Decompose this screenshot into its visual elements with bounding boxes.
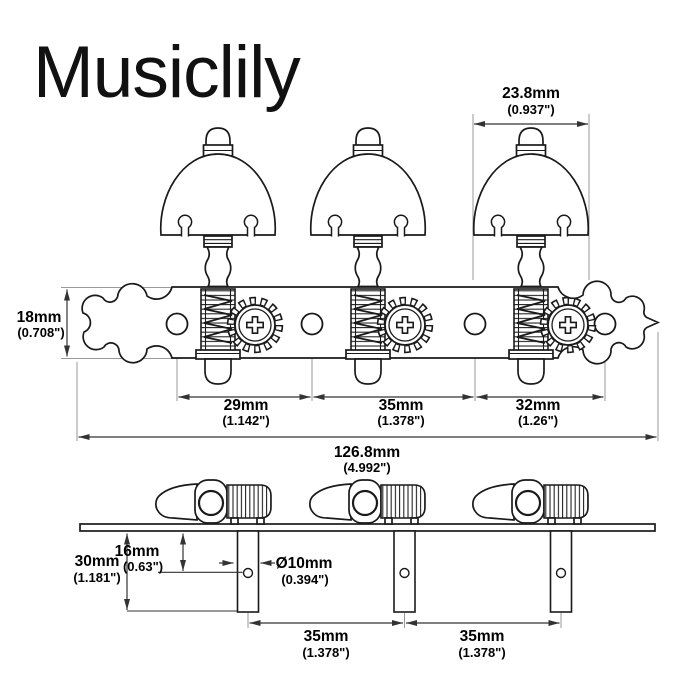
dim-spacing-a-mm: 29mm [224, 397, 269, 414]
dim-post-spacing-b-in: (1.378") [458, 645, 505, 660]
dim-total-length-mm: 126.8mm [334, 444, 400, 461]
dim-post-spacing-a-mm: 35mm [304, 628, 349, 645]
dim-spacing-b-in: (1.378") [377, 413, 424, 428]
dim-post-length-in: (1.181") [73, 570, 120, 585]
dim-post-diameter-mm: Ø10mm [276, 555, 333, 572]
side-tuner-3 [471, 478, 590, 526]
dim-spacing-a-in: (1.142") [222, 413, 269, 428]
string-post-2 [393, 530, 416, 613]
dim-spacing-c-in: (1.26") [518, 413, 558, 428]
extension-lines-side [127, 571, 562, 628]
brand-logo: Musiclily [33, 32, 301, 113]
dim-total-length-in: (4.992") [343, 460, 390, 475]
dimension-lines-top [64, 121, 657, 440]
dim-post-spacing-b-mm: 35mm [460, 628, 505, 645]
side-plate-bar [79, 523, 656, 532]
dimension-lines-side [124, 533, 560, 626]
dim-hole-offset-mm: 16mm [115, 543, 160, 560]
dim-button-width-in: (0.937") [507, 102, 554, 117]
plate-screw-holes [165, 312, 617, 336]
dim-button-width-mm: 23.8mm [502, 85, 560, 102]
dim-post-spacing-a-in: (1.378") [302, 645, 349, 660]
dim-hole-offset-in: (0.63") [123, 559, 163, 574]
side-tuner-1 [154, 478, 273, 526]
side-tuner-2 [308, 478, 427, 526]
string-post-3 [549, 530, 573, 613]
top-view: 23.8mm (0.937") 18mm (0.708") 29mm (1.14… [17, 85, 661, 475]
dim-post-diameter-in: (0.394") [281, 572, 328, 587]
string-post-1 [236, 530, 260, 613]
dim-plate-height-mm: 18mm [17, 309, 62, 326]
dim-spacing-b-mm: 35mm [379, 397, 424, 414]
dim-spacing-c-mm: 32mm [516, 397, 561, 414]
side-view: 30mm (1.181") 16mm (0.63") Ø10mm (0.394"… [73, 478, 656, 660]
dim-post-length-mm: 30mm [75, 553, 120, 570]
dim-plate-height-in: (0.708") [17, 325, 64, 340]
